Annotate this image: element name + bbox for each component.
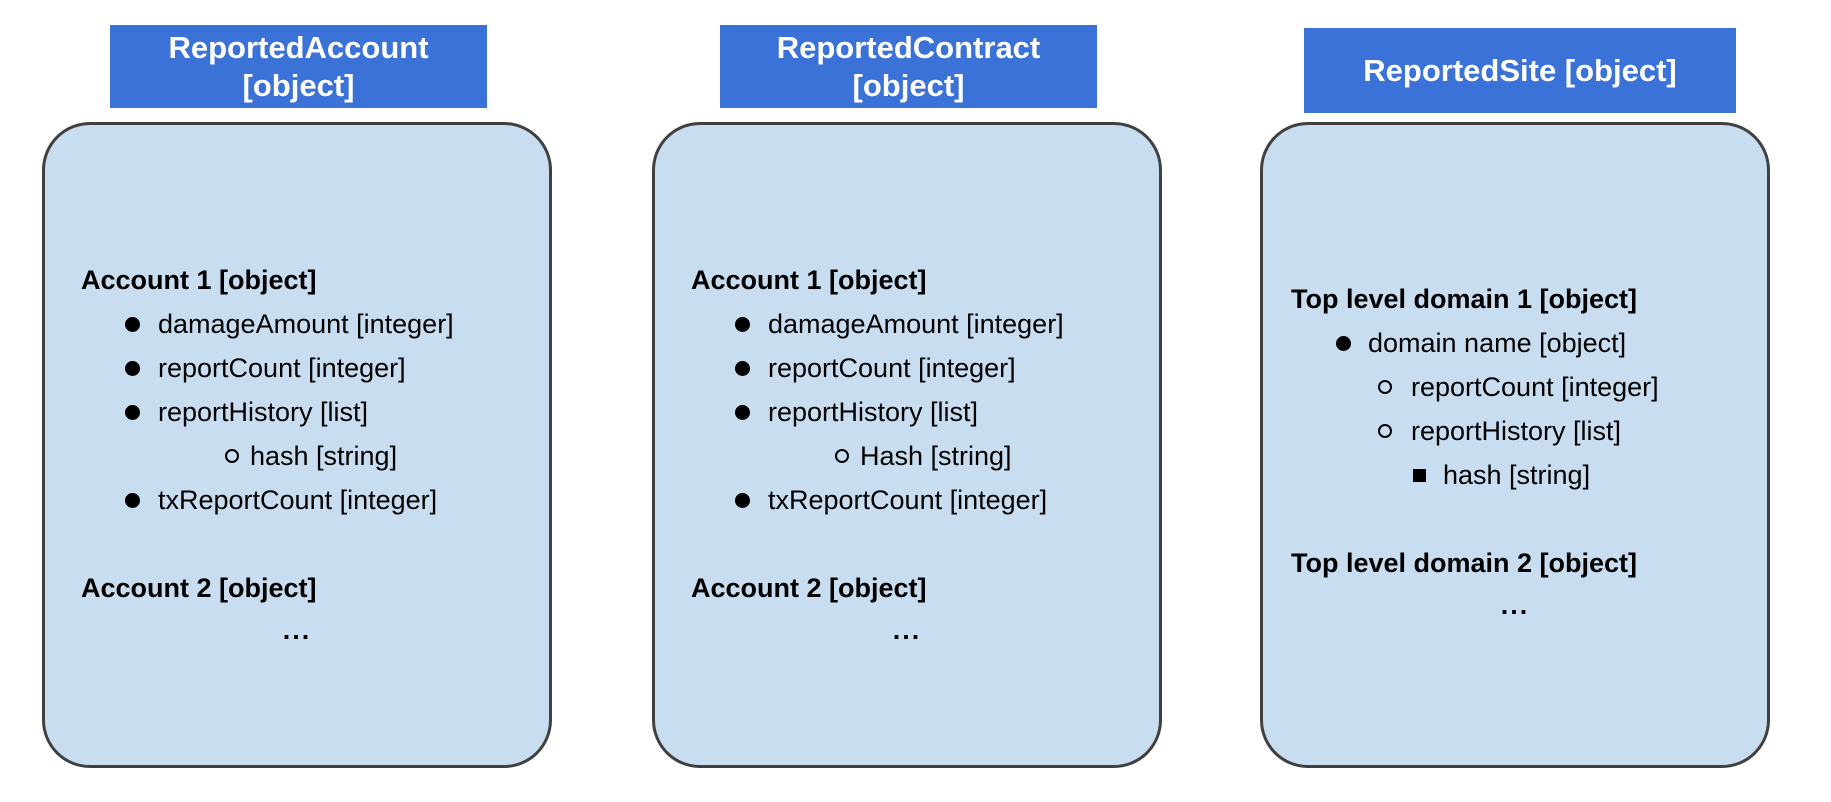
bullet-disc-icon — [735, 404, 768, 420]
list-item-label: reportCount [integer] — [1411, 371, 1659, 402]
section-2: Top level domain 2 [object] ... — [1263, 541, 1767, 629]
list-item: reportHistory [list] — [655, 390, 1159, 434]
reported-account-card: ReportedAccount [object] Account 1 [obje… — [42, 0, 552, 802]
list-item-label: txReportCount [integer] — [768, 484, 1048, 515]
list-item: domain name [object] — [1263, 321, 1767, 365]
bullet-disc-icon — [735, 316, 768, 332]
list-item-label: damageAmount [integer] — [768, 308, 1064, 339]
ellipsis-text: ... — [282, 615, 312, 645]
list-item: damageAmount [integer] — [45, 302, 549, 346]
list-item: reportCount [integer] — [45, 346, 549, 390]
list-item-label: reportCount [integer] — [768, 352, 1016, 383]
bullet-disc-icon — [125, 316, 158, 332]
list-item-label: reportHistory [list] — [768, 396, 979, 427]
ellipsis-text: ... — [1500, 590, 1530, 620]
list-item: reportHistory [list] — [1263, 409, 1767, 453]
list-item-label: damageAmount [integer] — [158, 308, 454, 339]
reported-contract-content: Account 1 [object] damageAmount [integer… — [655, 125, 1159, 654]
list-item-label: reportHistory [list] — [1411, 415, 1622, 446]
list-item: reportCount [integer] — [655, 346, 1159, 390]
bullet-circle-icon — [1378, 424, 1411, 438]
list-item-label: domain name [object] — [1368, 327, 1627, 358]
list-item: hash [string] — [45, 434, 549, 478]
bullet-circle-icon — [225, 449, 250, 463]
list-item: txReportCount [integer] — [45, 478, 549, 522]
list-item-label: reportCount [integer] — [158, 352, 406, 383]
bullet-disc-icon — [1336, 335, 1368, 351]
list-item: damageAmount [integer] — [655, 302, 1159, 346]
reported-account-content: Account 1 [object] damageAmount [integer… — [45, 125, 549, 654]
bullet-disc-icon — [735, 360, 768, 376]
reported-site-content: Top level domain 1 [object] domain name … — [1263, 125, 1767, 629]
section-heading: Account 2 [object] — [691, 572, 927, 603]
bullet-circle-icon — [1378, 380, 1411, 394]
section-heading: Top level domain 1 [object] — [1291, 283, 1638, 314]
section-heading: Account 1 [object] — [81, 264, 317, 295]
bullet-disc-icon — [125, 492, 158, 508]
bullet-disc-icon — [125, 360, 158, 376]
bullet-circle-icon — [835, 449, 860, 463]
list-item-label: hash [string] — [250, 440, 398, 471]
section-2: Account 2 [object] ... — [45, 566, 549, 654]
bullet-square-icon — [1413, 468, 1443, 482]
reported-account-card-body: Account 1 [object] damageAmount [integer… — [42, 122, 552, 768]
list-item: txReportCount [integer] — [655, 478, 1159, 522]
reported-contract-card-body: Account 1 [object] damageAmount [integer… — [652, 122, 1162, 768]
list-item: Hash [string] — [655, 434, 1159, 478]
reported-site-card-body: Top level domain 1 [object] domain name … — [1260, 122, 1770, 768]
list-item: hash [string] — [1263, 453, 1767, 497]
section-heading: Top level domain 2 [object] — [1291, 547, 1638, 578]
list-item-label: reportHistory [list] — [158, 396, 369, 427]
ellipsis-text: ... — [892, 615, 922, 645]
reported-site-card: ReportedSite [object] Top level domain 1… — [1260, 0, 1770, 802]
bullet-disc-icon — [125, 404, 158, 420]
reported-site-card-title: ReportedSite [object] — [1304, 28, 1736, 113]
list-item-label: txReportCount [integer] — [158, 484, 438, 515]
list-item-label: Hash [string] — [860, 440, 1012, 471]
section-heading: Account 1 [object] — [691, 264, 927, 295]
reported-contract-card-title: ReportedContract [object] — [720, 25, 1097, 108]
section-2: Account 2 [object] ... — [655, 566, 1159, 654]
list-item-label: hash [string] — [1443, 459, 1591, 490]
list-item: reportCount [integer] — [1263, 365, 1767, 409]
reported-contract-card: ReportedContract [object] Account 1 [obj… — [652, 0, 1162, 802]
section-heading: Account 2 [object] — [81, 572, 317, 603]
bullet-disc-icon — [735, 492, 768, 508]
reported-account-card-title: ReportedAccount [object] — [110, 25, 487, 108]
list-item: reportHistory [list] — [45, 390, 549, 434]
